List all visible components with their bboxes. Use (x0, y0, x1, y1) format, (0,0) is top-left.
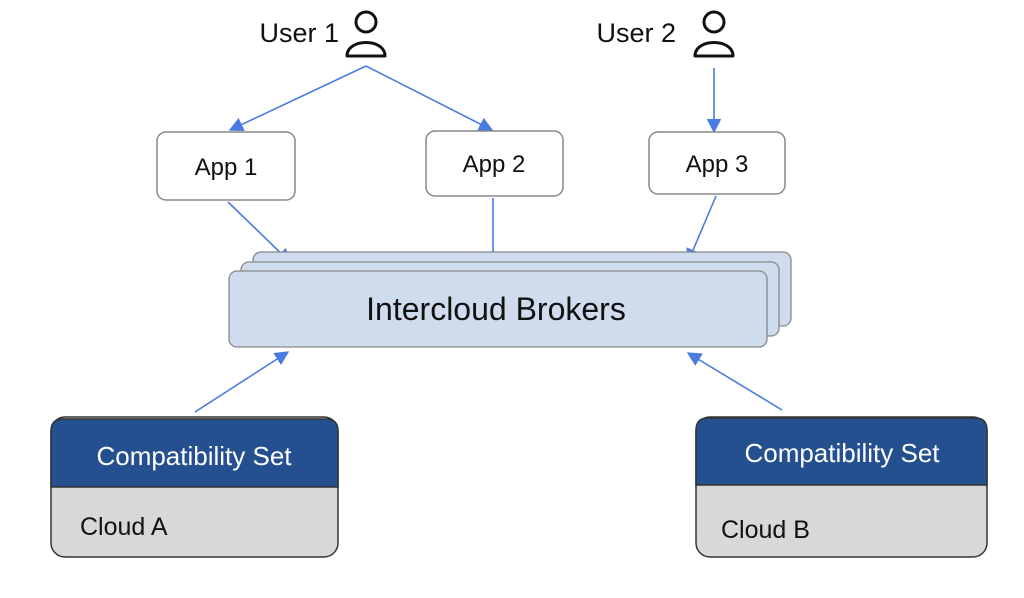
cloud-b-node[interactable]: Compatibility Set Cloud B (695, 416, 988, 558)
edge-app3-broker (686, 195, 717, 264)
app-2-label: App 2 (463, 151, 526, 178)
broker-stack[interactable]: Intercloud Brokers (228, 251, 792, 348)
user-2-person-icon (693, 10, 735, 58)
edges (194, 65, 783, 413)
cloud-a-node[interactable]: Compatibility Set Cloud A (50, 416, 339, 558)
cloud-b-label: Cloud B (721, 516, 810, 544)
app-2-node[interactable]: App 2 (425, 130, 564, 197)
app-1-node[interactable]: App 1 (156, 131, 296, 201)
app-3-label: App 3 (686, 151, 749, 178)
user-1-person-icon (345, 10, 387, 58)
user-2-label: User 2 (596, 18, 676, 48)
cloud-a-compatibility-label: Compatibility Set (96, 441, 292, 471)
user-1[interactable]: User 1 (259, 10, 387, 58)
edge-user1-app1 (228, 65, 367, 131)
app-3-node[interactable]: App 3 (648, 131, 786, 195)
edge-cloudA-broker (194, 351, 290, 413)
broker-label: Intercloud Brokers (366, 291, 626, 327)
cloud-a-label: Cloud A (80, 513, 168, 541)
user-2[interactable]: User 2 (596, 10, 735, 58)
edge-user1-app2 (365, 65, 494, 131)
user-1-label: User 1 (259, 18, 339, 48)
cloud-b-compatibility-label: Compatibility Set (744, 438, 940, 468)
edge-cloudB-broker (686, 352, 783, 411)
broker-stack-front (228, 270, 768, 348)
app-1-label: App 1 (195, 154, 258, 181)
